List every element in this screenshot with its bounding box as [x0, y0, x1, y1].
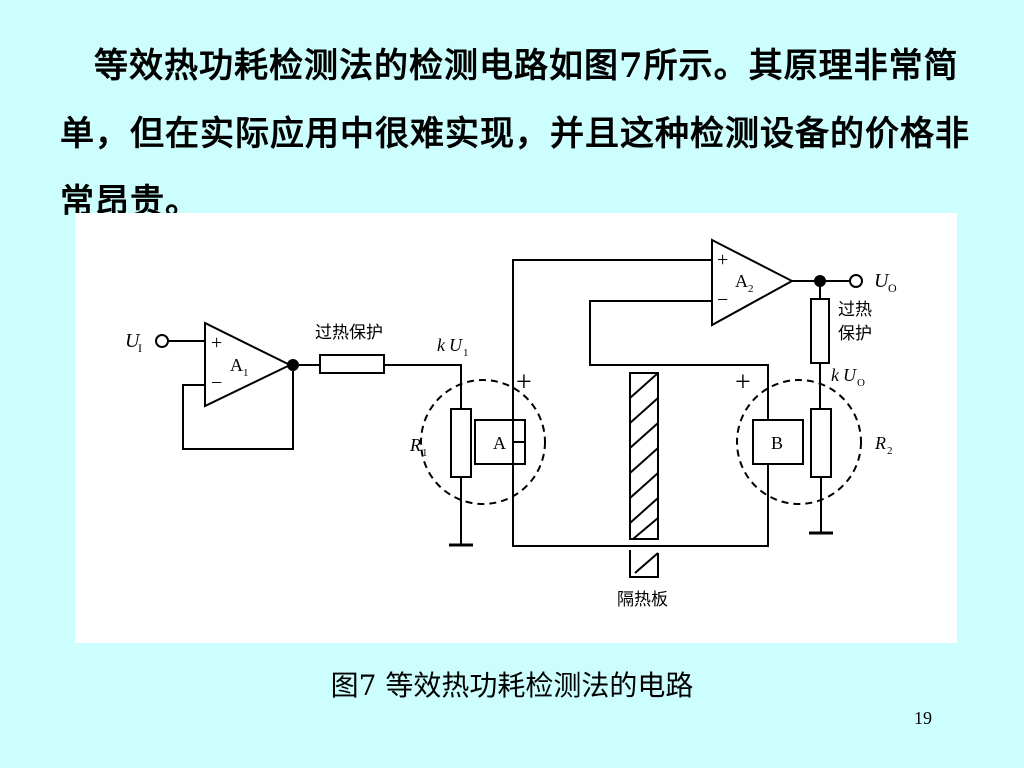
heat-shield-label: 隔热板 [617, 590, 668, 609]
thermal-zone-b [736, 379, 862, 505]
heat-shield-hatching [629, 372, 659, 540]
input-label: U [125, 330, 141, 352]
circuit-figure: U I + − A 1 过热保护 k U 1 R 1 A + + [75, 213, 957, 643]
kuo-sub: O [857, 377, 865, 389]
overheat-resistor-2 [810, 298, 830, 364]
a1-feedback-wire [182, 365, 294, 450]
resistor-r2 [810, 408, 832, 478]
input-sub: I [138, 341, 142, 355]
opamp-a1-minus: − [211, 372, 222, 394]
sensor-a-plus: + [516, 367, 532, 398]
intro-paragraph: 等效热功耗检测法的检测电路如图7所示。其原理非常简单，但在实际应用中很难实现，并… [60, 46, 970, 222]
sensor-b-box [752, 419, 804, 465]
r1-label: R [409, 435, 421, 455]
heat-shield [629, 372, 659, 540]
opamp-a2-minus: − [717, 289, 728, 311]
ku1-sub: 1 [463, 347, 469, 359]
input-terminal [155, 334, 205, 348]
opamp-a2-sub: 2 [748, 283, 754, 295]
output-label: U [874, 270, 890, 292]
opamp-a1-label: A [230, 355, 243, 375]
opamp-a2-plus: + [717, 249, 728, 271]
r1-sub: 1 [422, 447, 428, 459]
overheat-label-2-line2: 保护 [838, 324, 872, 343]
opamp-a1-plus: + [211, 332, 222, 354]
opamp-a1-sub: 1 [243, 367, 249, 379]
thermal-zone-a [420, 379, 546, 505]
sensor-b-plus: + [735, 367, 751, 398]
r2-sub: 2 [887, 445, 893, 457]
ku1-k: k [437, 335, 446, 355]
opamp-a1 [204, 321, 293, 408]
r2-label: R [874, 433, 886, 453]
heat-shield-base [629, 550, 659, 578]
overheat-label-1: 过热保护 [315, 323, 383, 342]
circuit-diagram: U I + − A 1 过热保护 k U 1 R 1 A + + [125, 238, 897, 609]
opamp-a2 [711, 238, 795, 327]
overheat-label-2-line1: 过热 [838, 300, 872, 319]
figure-caption: 图7 等效热功耗检测法的电路 [330, 669, 694, 702]
heat-shield-base-hatch [634, 552, 659, 574]
a2-minus-wire [589, 300, 769, 420]
a2-plus-wire [512, 259, 712, 443]
opamp-a2-label: A [735, 271, 748, 291]
kuo-k: k [831, 365, 840, 385]
output-terminal [849, 274, 863, 288]
overheat-resistor-1 [319, 354, 385, 374]
kuo-u: U [843, 365, 857, 385]
resistor-r1 [450, 408, 472, 478]
sensor-b-label: B [771, 433, 783, 453]
output-sub: O [888, 281, 897, 295]
sensor-a-label: A [493, 433, 506, 453]
ku1-u: U [449, 335, 463, 355]
page-number: 19 [914, 708, 932, 728]
